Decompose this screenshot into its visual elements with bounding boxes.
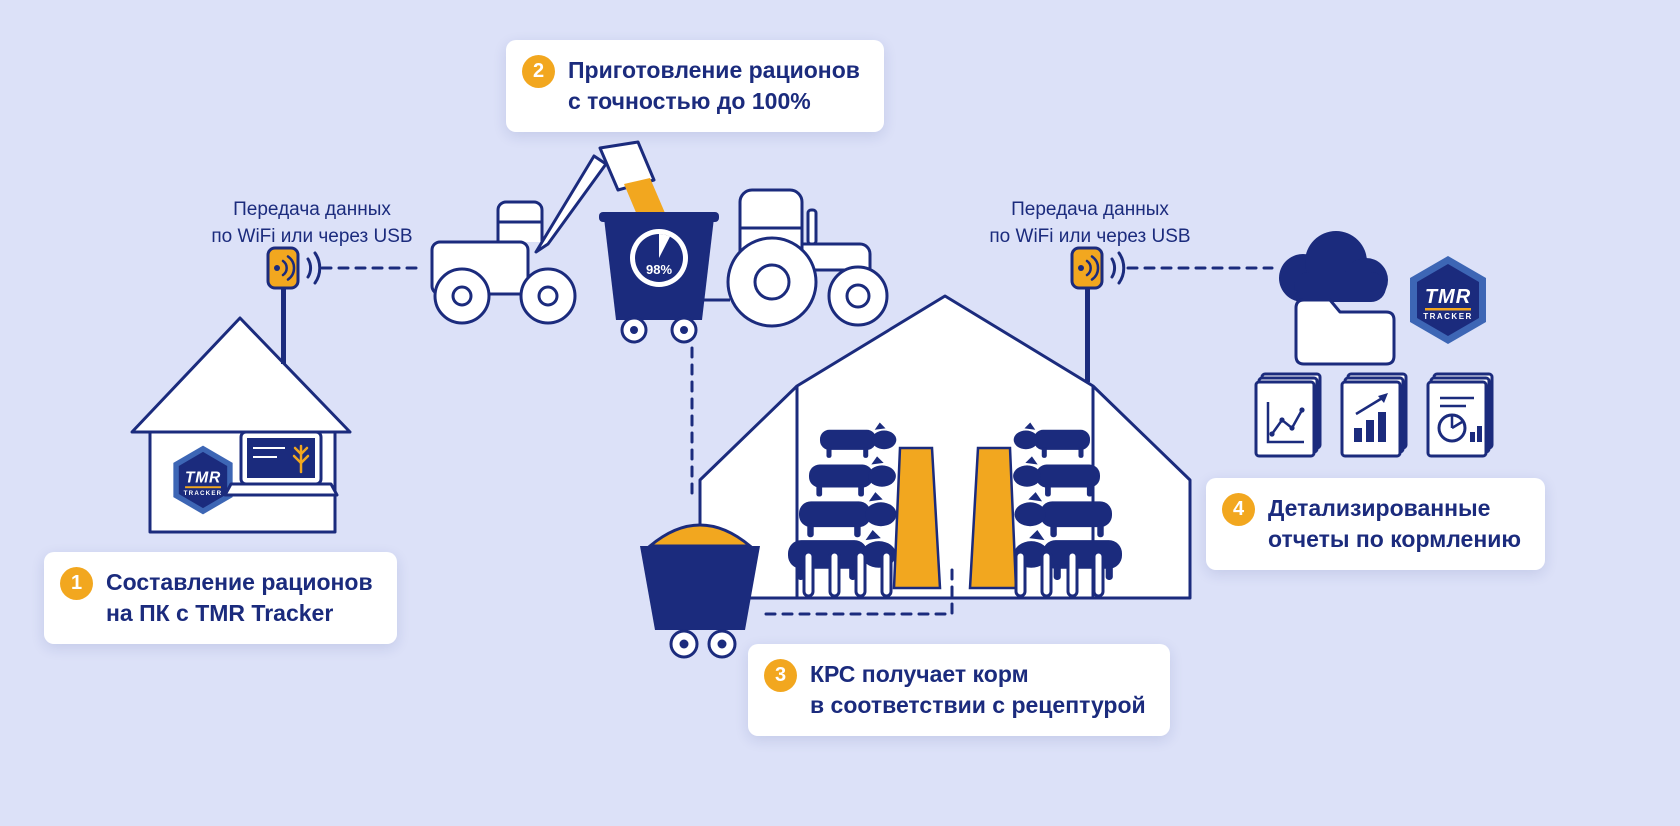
- wifi-transmitter-left: [266, 246, 322, 364]
- step-badge-3: 3: [764, 659, 797, 692]
- step-card-2: 2 Приготовление рационов с точностью до …: [506, 40, 884, 132]
- barn-illustration: [698, 294, 1192, 600]
- cloud-storage-illustration: [1279, 231, 1486, 366]
- transfer-label-left: Передача данных по WiFi или через USB: [211, 199, 413, 247]
- step-card-1: 1 Составление рационов на ПК с TMR Track…: [44, 552, 397, 644]
- feed-lane-left: [892, 446, 942, 590]
- step-text-1: Составление рационов на ПК с TMR Tracker: [106, 569, 373, 626]
- wifi-transmitter-right: [1070, 246, 1126, 382]
- step-text-4: Детализированные отчеты по кормлению: [1268, 495, 1521, 552]
- feed-fence-right: [1014, 550, 1105, 598]
- dash-cart-to-barn: [764, 566, 954, 616]
- report-icon-pie-chart: [1426, 372, 1494, 458]
- report-icon-line-chart: [1254, 372, 1322, 458]
- step-badge-1: 1: [60, 567, 93, 600]
- step-badge-4: 4: [1222, 493, 1255, 526]
- wifi-device-icon-left: [266, 246, 322, 290]
- feed-stream: [624, 178, 668, 222]
- laptop-icon: [223, 430, 339, 497]
- tmr-tracker-logo-cloud: [1410, 256, 1486, 344]
- feed-cart-illustration: [640, 523, 760, 659]
- wifi-device-icon-right: [1070, 246, 1126, 290]
- house-illustration: [130, 316, 352, 534]
- step-card-3: 3 КРС получает корм в соответствии с рец…: [748, 644, 1170, 736]
- dashed-connectors: [320, 266, 1274, 502]
- transfer-label-right: Передача данных по WiFi или через USB: [989, 199, 1191, 247]
- cloud-icon: [1279, 231, 1388, 302]
- report-icons: [1254, 372, 1494, 458]
- wheat-icon: [292, 444, 310, 474]
- report-icon-bar-chart: [1340, 372, 1408, 458]
- step-badge-2: 2: [522, 55, 555, 88]
- telehandler-illustration: [430, 140, 668, 325]
- step-card-4: 4 Детализированные отчеты по кормлению: [1206, 478, 1545, 570]
- loader-bucket: [598, 140, 656, 192]
- mixer-wagon-illustration: 98%: [599, 212, 730, 344]
- tractor-illustration: [726, 188, 889, 328]
- step-text-2: Приготовление рационов с точностью до 10…: [568, 57, 860, 114]
- accuracy-value: 98%: [646, 262, 672, 277]
- folder-icon: [1294, 298, 1396, 366]
- feed-lane-right: [968, 446, 1018, 590]
- step-text-3: КРС получает корм в соответствии с рецеп…: [810, 661, 1146, 718]
- feed-fence-left: [802, 550, 893, 598]
